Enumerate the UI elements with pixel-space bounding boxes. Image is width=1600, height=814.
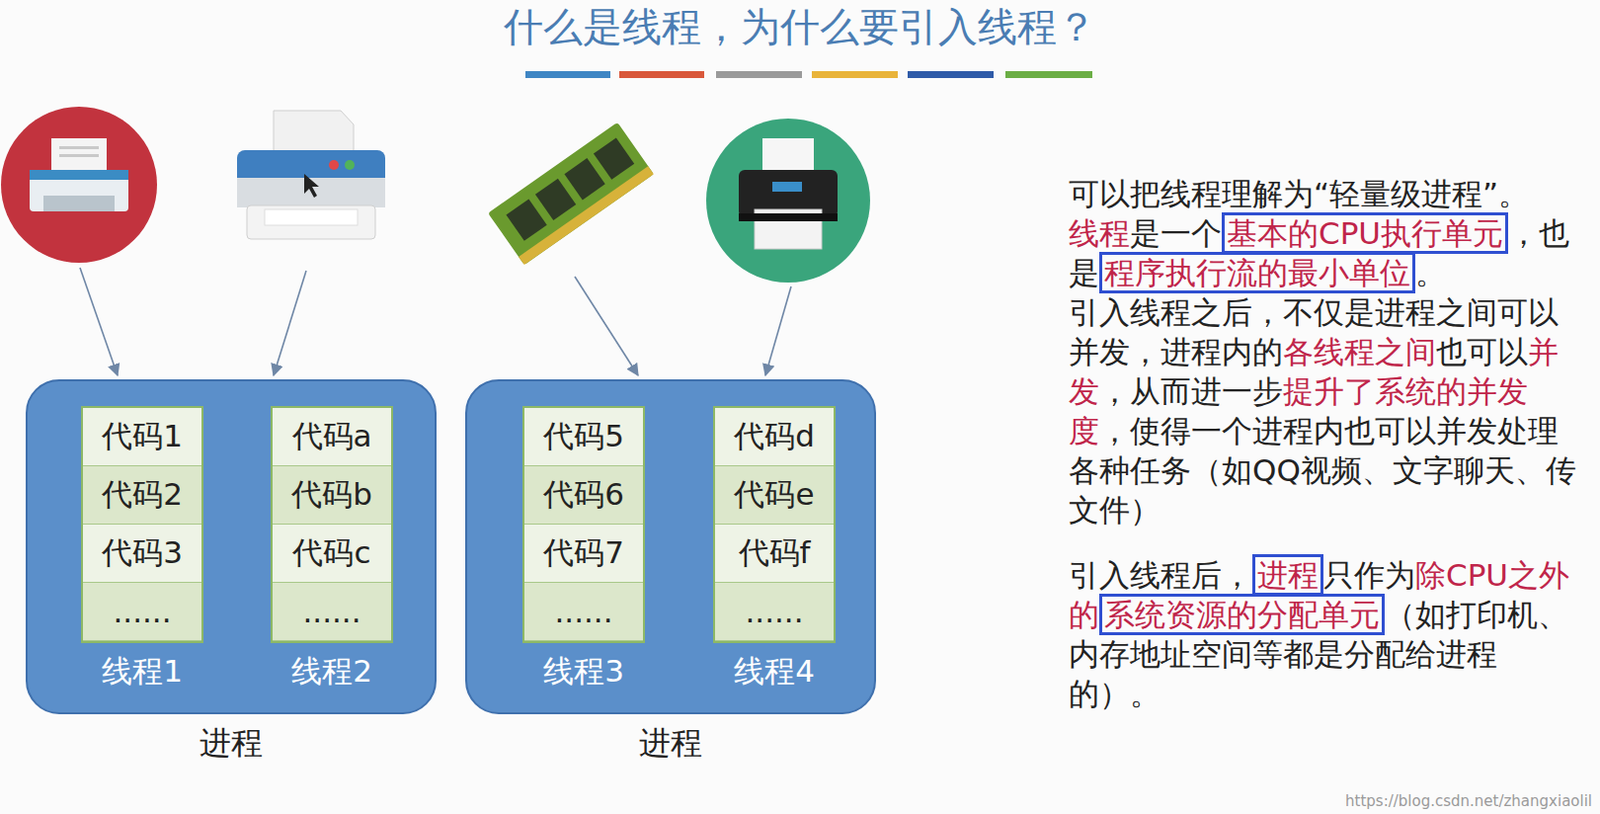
body-text: 。 <box>1415 254 1446 291</box>
body-text: ，从而进一步 <box>1099 373 1283 409</box>
thread-column: 线程1代码1代码2代码3...... <box>80 405 204 643</box>
paragraph: 引入线程之后，不仅是进程之间可以并发，进程内的各线程之间也可以并发，从而进一步提… <box>1068 292 1589 530</box>
code-cell: 代码2 <box>82 466 202 525</box>
code-text: 代码e <box>733 474 814 516</box>
paragraph: 引入线程后，进程只作为除CPU之外的系统资源的分配单元（如打印机、内存地址空间等… <box>1068 555 1589 714</box>
code-text: ...... <box>554 593 613 630</box>
code-cell: 代码3 <box>82 524 202 583</box>
code-cell: 代码d <box>715 407 834 467</box>
process-box: 进程线程1代码1代码2代码3......线程2代码a代码b代码c...... <box>25 379 437 715</box>
printer-icon <box>0 106 158 263</box>
process-label: 进程 <box>27 721 435 766</box>
color-bar <box>525 71 1093 79</box>
code-cell: 代码b <box>272 466 392 525</box>
code-cell: ...... <box>715 582 834 641</box>
code-text: 代码3 <box>101 532 183 574</box>
code-cell: ...... <box>82 582 202 641</box>
code-text: 代码d <box>733 415 815 458</box>
thread-label: 线程1 <box>63 650 222 693</box>
title: 什么是线程，为什么要引入线程？ <box>0 0 1600 55</box>
thread-label: 线程3 <box>504 650 663 693</box>
body-text: 引入线程后， <box>1068 557 1253 593</box>
body-text: 各线程之间 <box>1282 333 1437 370</box>
thread-column: 线程3代码5代码6代码7...... <box>522 405 645 643</box>
key-term: 系统资源的分配单元 <box>1099 593 1385 636</box>
body-text: 线程 <box>1068 215 1130 251</box>
code-text: ...... <box>302 593 361 630</box>
thread-column: 线程4代码d代码e代码f...... <box>713 405 836 643</box>
code-cell: 代码1 <box>82 407 202 467</box>
key-term: 进程 <box>1252 554 1324 596</box>
body-text: 是一个 <box>1129 215 1222 251</box>
code-text: ...... <box>112 593 171 630</box>
code-cell: 代码5 <box>524 407 643 467</box>
code-text: 代码6 <box>543 474 625 516</box>
process-label: 进程 <box>467 721 875 766</box>
code-text: 代码a <box>292 415 373 458</box>
printer-icon <box>237 110 386 240</box>
explanation: 可以把线程理解为“轻量级进程”。线程是一个基本的CPU执行单元，也是程序执行流的… <box>1068 173 1589 714</box>
code-text: 代码1 <box>101 415 183 458</box>
code-cell: 代码a <box>272 407 392 467</box>
paragraph: 线程是一个基本的CPU执行单元，也是程序执行流的最小单位。 <box>1068 213 1589 293</box>
memory-icon <box>487 122 654 265</box>
leader-arrow <box>80 267 792 376</box>
thread-column: 线程2代码a代码b代码c...... <box>270 405 394 643</box>
code-text: 代码f <box>738 532 811 574</box>
code-text: 代码2 <box>101 474 183 516</box>
body-text: 只作为 <box>1323 557 1416 593</box>
code-text: 代码7 <box>543 532 625 574</box>
code-text: 代码c <box>292 532 371 574</box>
code-cell: ...... <box>272 582 392 641</box>
paragraph: 可以把线程理解为“轻量级进程”。 <box>1068 173 1589 214</box>
code-cell: 代码7 <box>524 524 643 583</box>
body-text: ，使得一个进程内也可以并发处理各种任务（如QQ视频、文字聊天、传文件） <box>1068 412 1577 528</box>
code-cell: ...... <box>524 582 643 641</box>
key-term: 程序执行流的最小单位 <box>1099 251 1416 294</box>
code-cell: 代码6 <box>524 466 643 525</box>
code-text: ...... <box>744 593 803 630</box>
watermark: https://blog.csdn.net/zhangxiaolil <box>1345 792 1593 810</box>
code-cell: 代码c <box>272 524 392 583</box>
body-text: 可以把线程理解为“轻量级进程”。 <box>1068 175 1529 212</box>
code-text: 代码5 <box>543 415 625 458</box>
code-cell: 代码f <box>715 524 834 583</box>
thread-label: 线程2 <box>252 650 411 693</box>
body-text: 也可以 <box>1436 333 1528 370</box>
code-text: 代码b <box>291 474 373 516</box>
code-cell: 代码e <box>715 466 834 525</box>
process-box: 进程线程3代码5代码6代码7......线程4代码d代码e代码f...... <box>465 379 877 715</box>
printer-icon <box>706 118 871 283</box>
key-term: 基本的CPU执行单元 <box>1221 212 1509 254</box>
thread-label: 线程4 <box>695 650 854 693</box>
